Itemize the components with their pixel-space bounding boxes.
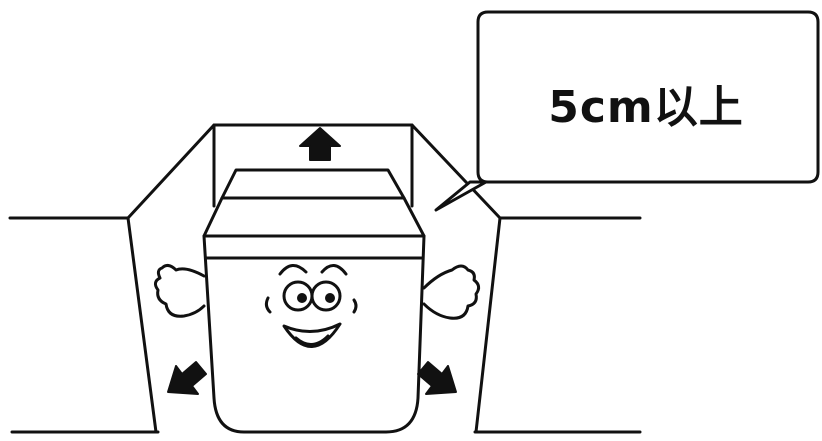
appliance-character (153, 168, 481, 434)
cabinet-niche (8, 123, 642, 434)
callout-label: 5cm以上 (548, 82, 744, 133)
callout-bubble (434, 10, 820, 212)
arrow-left-diagonal-icon (167, 361, 207, 395)
arrow-right-diagonal-icon (417, 361, 457, 395)
arrow-up-icon (299, 127, 341, 161)
